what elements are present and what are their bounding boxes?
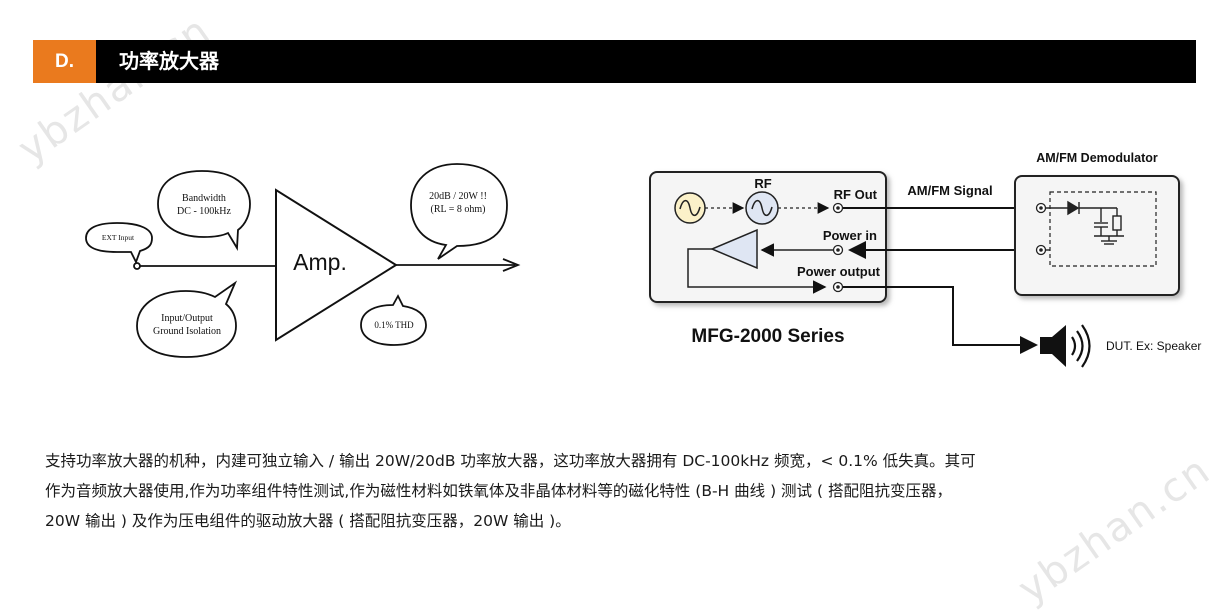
mfg-diagram: RF RF Out Power in Power output MFG-2000… (649, 151, 1201, 368)
section-header: D. 功率放大器 (33, 40, 1196, 83)
thd-bubble (360, 294, 427, 346)
demod-label: AM/FM Demodulator (1036, 151, 1158, 165)
description-line-1: 支持功率放大器的机种，内建可独立输入 / 输出 20W/20dB 功率放大器，这… (45, 452, 976, 470)
description-line-2: 作为音频放大器使用,作为功率组件特性测试,作为磁性材料如铁氧体及非晶体材料等的磁… (45, 482, 952, 500)
speaker-icon (1040, 324, 1091, 368)
power-in-label: Power in (823, 228, 877, 243)
section-letter: D. (33, 40, 96, 83)
isolation-bubble (136, 280, 238, 358)
power-line1: 20dB / 20W !! (429, 191, 487, 202)
internal-amp-triangle (710, 228, 758, 270)
amp-triangle (275, 188, 398, 342)
power-output-label: Power output (797, 264, 881, 279)
power-bubble (410, 163, 508, 260)
description-line-3: 20W 输出 ) 及作为压电组件的驱动放大器 ( 搭配阻抗变压器，20W 输出 … (45, 512, 571, 530)
speaker-line (843, 286, 1038, 354)
rf-out-label: RF Out (834, 187, 878, 202)
isolation-line2: Ground Isolation (153, 326, 221, 337)
series-label: MFG-2000 Series (691, 326, 844, 347)
output-arrow (502, 258, 521, 272)
am-fm-signal-label: AM/FM Signal (907, 183, 992, 198)
bandwidth-line2: DC - 100kHz (177, 206, 231, 217)
bandwidth-bubble (157, 170, 251, 251)
rf-label: RF (754, 176, 771, 191)
power-line2: (RL = 8 ohm) (431, 204, 486, 215)
amp-diagram: Amp. EXT Input Bandwidth DC - 100kHz Inp… (85, 163, 521, 358)
amp-label: Amp. (293, 249, 347, 275)
thd-label: 0.1% THD (374, 320, 414, 330)
section-title: 功率放大器 (119, 49, 219, 73)
ext-input-label: EXT Input (102, 233, 135, 242)
isolation-line1: Input/Output (161, 313, 213, 324)
description: 支持功率放大器的机种，内建可独立输入 / 输出 20W/20dB 功率放大器，这… (45, 446, 1195, 536)
bandwidth-line1: Bandwidth (182, 193, 226, 204)
dut-label: DUT. Ex: Speaker (1106, 339, 1201, 353)
ext-input-bubble (85, 222, 153, 265)
